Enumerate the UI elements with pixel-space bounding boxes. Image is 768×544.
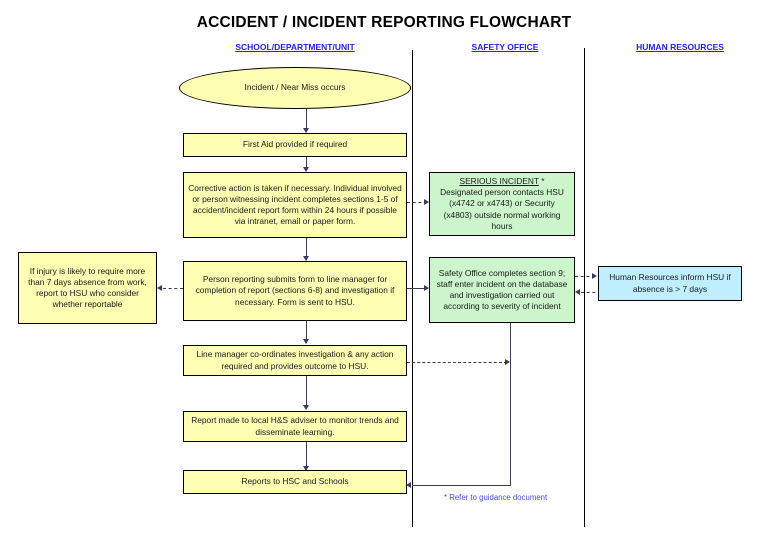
node-safety-office-section-9-label: Safety Office completes section 9; staff… <box>436 267 568 312</box>
node-serious-incident[interactable]: SERIOUS INCIDENT * Designated person con… <box>429 172 575 236</box>
node-report-hs-adviser[interactable]: Report made to local H&S adviser to moni… <box>183 411 407 442</box>
lane-divider-right <box>584 48 585 527</box>
arrowhead-submit-form <box>303 256 309 261</box>
node-human-resources[interactable]: Human Resources inform HSU if absence is… <box>598 266 742 301</box>
node-injury-seven-days[interactable]: If injury is likely to require more than… <box>18 252 157 324</box>
arrowhead-safety-office <box>424 285 429 291</box>
node-reports-to-hsc-label: Reports to HSC and Schools <box>241 476 349 487</box>
connector-corrective-to-submit <box>306 238 307 260</box>
node-line-manager-label: Line manager co-ordinates investigation … <box>196 349 394 371</box>
connector-first-aid-to-corrective <box>306 157 307 171</box>
arrowhead-reports-hsc <box>303 466 309 471</box>
connector-submit-to-line-manager <box>306 321 307 343</box>
node-corrective-action[interactable]: Corrective action is taken if necessary.… <box>183 172 407 238</box>
connector-line-manager-to-safety <box>407 362 507 363</box>
arrowhead-first-aid <box>303 128 309 133</box>
node-first-aid[interactable]: First Aid provided if required <box>183 133 407 157</box>
footnote-guidance: * Refer to guidance document <box>444 493 548 502</box>
lane-header-school-department-unit: SCHOOL/DEPARTMENT/UNIT <box>235 42 355 52</box>
node-incident-near-miss-label: Incident / Near Miss occurs <box>244 82 346 93</box>
node-report-hs-adviser-label: Report made to local H&S adviser to moni… <box>191 415 399 437</box>
arrowhead-safety-office-from-hr <box>575 289 580 295</box>
page-title: ACCIDENT / INCIDENT REPORTING FLOWCHART <box>196 14 572 31</box>
node-first-aid-label: First Aid provided if required <box>242 139 348 150</box>
connector-incident-to-first-aid <box>306 109 307 131</box>
node-serious-incident-star: * <box>538 175 545 186</box>
node-human-resources-label: Human Resources inform HSU if absence is… <box>609 272 731 294</box>
lane-header-human-resources: HUMAN RESOURCES <box>636 42 724 52</box>
node-serious-incident-title-text: SERIOUS INCIDENT <box>459 175 539 186</box>
arrowhead-line-manager-to-safety <box>505 359 510 365</box>
connector-submit-to-safety-office <box>407 288 428 289</box>
node-serious-incident-title: SERIOUS INCIDENT * <box>459 176 544 187</box>
node-incident-near-miss[interactable]: Incident / Near Miss occurs <box>179 67 411 109</box>
node-submit-form-label: Person reporting submits form to line ma… <box>195 274 395 307</box>
arrowhead-corrective <box>303 167 309 172</box>
node-line-manager-coordinates[interactable]: Line manager co-ordinates investigation … <box>183 345 407 376</box>
node-corrective-action-label: Corrective action is taken if necessary.… <box>188 182 402 227</box>
arrowhead-report-hs-adviser <box>303 405 309 410</box>
node-injury-seven-days-label: If injury is likely to require more than… <box>28 265 147 310</box>
connector-report-to-hsc <box>306 442 307 470</box>
connector-corrective-to-serious-incident <box>407 202 427 203</box>
connector-hr-to-safety <box>581 292 601 293</box>
connector-line-manager-to-report <box>306 376 307 409</box>
node-serious-incident-body: Designated person contacts HSU (x4742 or… <box>440 187 564 231</box>
connector-submit-to-injury <box>163 288 183 289</box>
node-submit-form-to-line-manager[interactable]: Person reporting submits form to line ma… <box>183 261 407 321</box>
connector-safety-office-to-reports-hsc-vertical <box>510 323 511 485</box>
arrowhead-reports-hsc-from-safety <box>406 482 411 488</box>
arrowhead-serious-incident <box>424 199 429 205</box>
node-reports-to-hsc[interactable]: Reports to HSC and Schools <box>183 470 407 494</box>
connector-safety-office-to-reports-hsc-horizontal <box>412 485 511 486</box>
connector-safety-to-hr <box>575 276 595 277</box>
arrowhead-human-resources <box>592 273 597 279</box>
lane-header-safety-office: SAFETY OFFICE <box>471 42 539 52</box>
arrowhead-line-manager <box>303 339 309 344</box>
arrowhead-injury-seven-days <box>157 285 162 291</box>
node-safety-office-section-9[interactable]: Safety Office completes section 9; staff… <box>429 257 575 323</box>
